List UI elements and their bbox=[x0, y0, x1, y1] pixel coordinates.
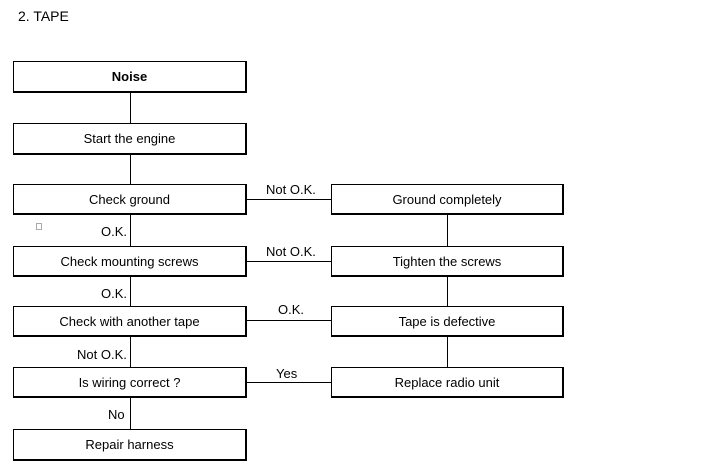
label-screws-not-ok: Not O.K. bbox=[266, 244, 316, 259]
check-ground-box: Check ground bbox=[13, 184, 247, 215]
connector-right-2 bbox=[447, 277, 448, 306]
repair-harness-box: Repair harness bbox=[13, 429, 247, 461]
label-ground-not-ok: Not O.K. bbox=[266, 182, 316, 197]
artifact-square-icon bbox=[36, 223, 42, 230]
connector-ground-screws bbox=[130, 215, 131, 246]
ground-completely-box: Ground completely bbox=[331, 184, 564, 215]
start-engine-box: Start the engine bbox=[13, 123, 247, 155]
connector-wiring-repair bbox=[130, 398, 131, 429]
label-ground-ok: O.K. bbox=[101, 224, 128, 239]
noise-box: Noise bbox=[13, 61, 247, 93]
connector-screws-tape bbox=[130, 277, 131, 306]
connector-screws-right bbox=[247, 261, 331, 262]
connector-start-ground bbox=[130, 155, 131, 184]
connector-right-3 bbox=[447, 337, 448, 367]
label-screws-ok: O.K. bbox=[101, 286, 128, 301]
label-tape-not-ok: Not O.K. bbox=[77, 347, 127, 362]
section-title: 2. TAPE bbox=[18, 8, 69, 24]
check-mounting-screws-box: Check mounting screws bbox=[13, 246, 247, 277]
connector-tape-right bbox=[247, 320, 331, 321]
connector-tape-wiring bbox=[130, 337, 131, 367]
label-tape-ok: O.K. bbox=[278, 302, 305, 317]
tighten-screws-box: Tighten the screws bbox=[331, 246, 564, 277]
replace-radio-box: Replace radio unit bbox=[331, 367, 564, 398]
tape-defective-box: Tape is defective bbox=[331, 306, 564, 337]
label-wiring-yes: Yes bbox=[276, 366, 298, 381]
connector-ground-right bbox=[247, 199, 331, 200]
connector-noise-start bbox=[130, 93, 131, 123]
check-another-tape-box: Check with another tape bbox=[13, 306, 247, 337]
connector-right-1 bbox=[447, 215, 448, 246]
label-wiring-no: No bbox=[108, 407, 125, 422]
connector-wiring-right bbox=[247, 382, 331, 383]
wiring-correct-box: Is wiring correct ? bbox=[13, 367, 247, 398]
